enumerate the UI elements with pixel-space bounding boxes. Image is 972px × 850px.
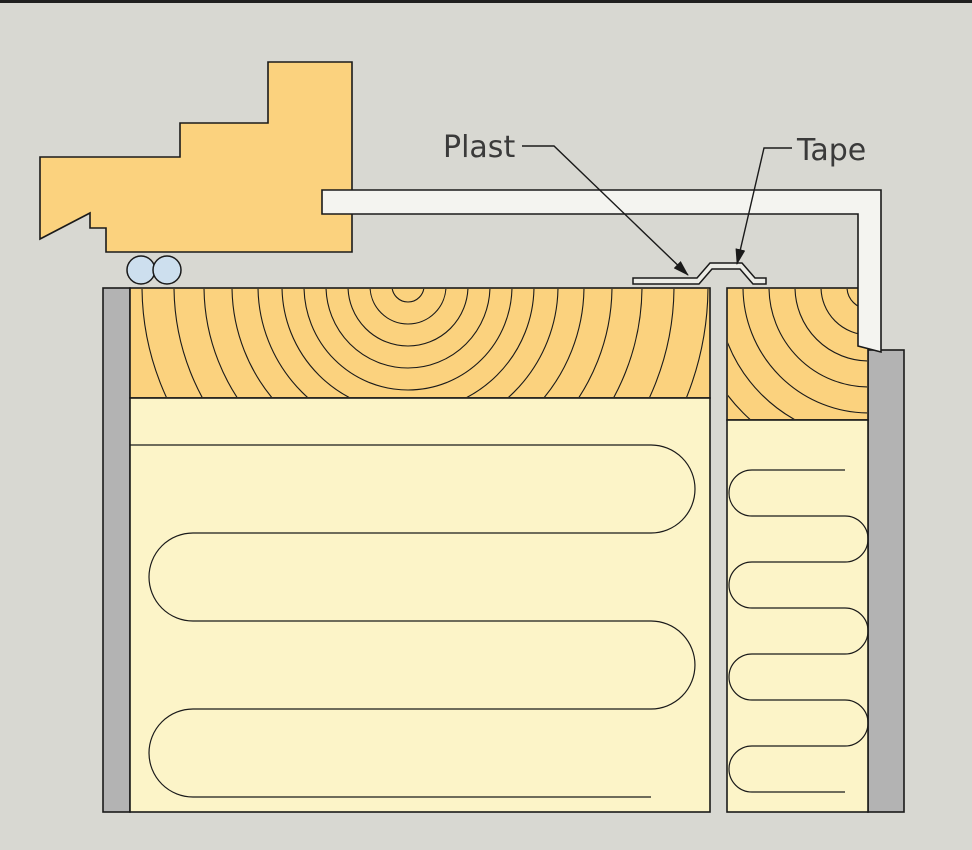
- flashing-strip: [321, 189, 882, 354]
- top-border-line: [0, 0, 972, 3]
- wood-grain-left: [141, 289, 709, 397]
- left-wall-board: [102, 287, 131, 813]
- right-wall-board: [867, 349, 905, 813]
- right-panel-timber: [726, 287, 869, 421]
- right-panel-insulation: [726, 419, 869, 813]
- label-tape: Tape: [796, 133, 866, 168]
- label-plast: Plast: [443, 130, 515, 165]
- gasket-circle-left: [126, 255, 156, 285]
- left-panel-timber: [129, 287, 711, 399]
- joint-cover-profile: [632, 262, 767, 285]
- cladding-profile: [39, 61, 353, 253]
- left-panel-insulation: [129, 397, 711, 813]
- insulation-hatch-right: [728, 469, 869, 793]
- tape-leader-line: [735, 147, 792, 265]
- plast-leader-line: [522, 145, 689, 276]
- insulation-hatch-left: [130, 444, 696, 798]
- gasket-circle-right: [152, 255, 182, 285]
